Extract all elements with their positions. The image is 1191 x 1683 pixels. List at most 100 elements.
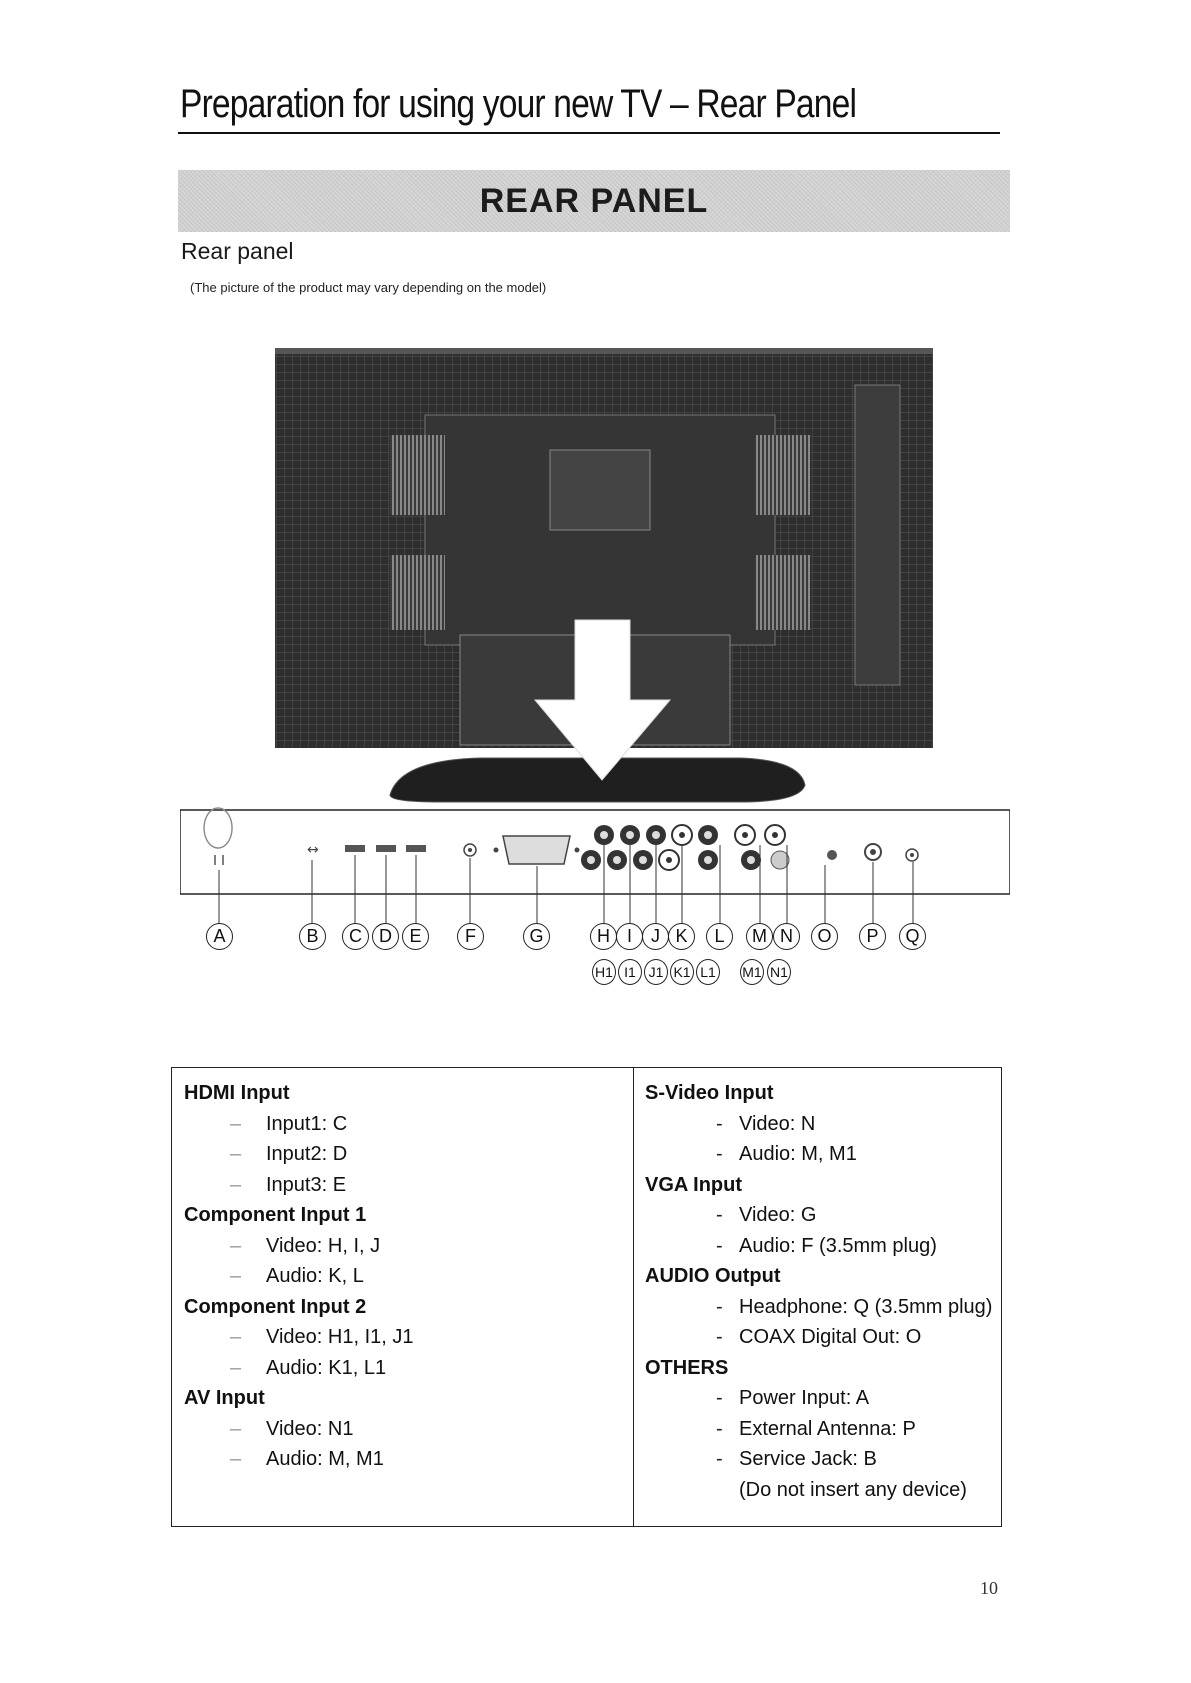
spec-section-vga: VGA Input -Video: G -Audio: F (3.5mm plu… [645,1170,1001,1262]
spec-item-text: Headphone: Q (3.5mm plug) [739,1295,993,1318]
spec-item: -Service Jack: B [645,1444,1001,1475]
bullet-dash: - [716,1143,723,1165]
hdmi-port-3 [406,845,426,852]
bullet-dash: – [230,1265,242,1287]
bullet-dash: - [716,1417,723,1440]
label-h: H [590,923,617,950]
title-underline [178,132,1000,134]
spec-section-component-2: Component Input 2 –Video: H1, I1, J1 –Au… [184,1292,633,1384]
leader-lines [218,845,914,925]
bullet-dash: - [716,1387,723,1409]
antenna-center [870,849,876,855]
spec-item: – Video: H, I, J [184,1231,633,1262]
spec-item: –Input3: E [184,1170,633,1201]
bullet-dash: - [716,1112,723,1135]
spec-heading: AUDIO Output [645,1265,781,1287]
label-n: N [773,923,800,950]
tv-top-edge [275,348,933,354]
bullet-dash: - [716,1448,723,1470]
label-j1: J1 [644,959,668,985]
bullet-dash: – [230,1356,242,1379]
spec-section-others: OTHERS -Power Input: A -External Antenna… [645,1353,1001,1506]
spec-item: – Video: N1 [184,1414,633,1445]
label-k: K [668,923,695,950]
spec-item-text: Input2: D [266,1143,348,1165]
bullet-dash: – [230,1234,242,1257]
label-n1: N1 [767,959,791,985]
connector-spec-table: HDMI Input –Input1: C – Input2: D –Input3… [171,1067,1002,1527]
bullet-dash: - [716,1295,723,1318]
label-o: O [811,923,838,950]
spec-item: –Input1: C [184,1109,633,1140]
headphone-center [910,853,914,857]
spec-item: -External Antenna: P [645,1414,1001,1445]
spec-item-text: Video: H1, I1, J1 [266,1326,414,1348]
label-b: B [299,923,326,950]
spec-item-text: Audio: K, L [266,1265,364,1287]
bullet-dash: – [230,1448,242,1470]
vent-right-top [755,435,810,515]
label-d: D [372,923,399,950]
spec-item: -Video: N [645,1109,1001,1140]
label-q: Q [899,923,926,950]
bullet-dash: – [230,1143,242,1165]
label-i1: I1 [618,959,642,985]
coax-out-jack [827,850,837,860]
label-j: J [642,923,669,950]
rca-jacks-top [594,824,786,846]
spec-section-av: AV Input – Video: N1 – Audio: M, M1 [184,1383,633,1475]
spec-item-text: Video: H, I, J [266,1234,381,1257]
spec-section-audio-output: AUDIO Output -Headphone: Q (3.5mm plug) … [645,1261,1001,1353]
spec-section-component-1: Component Input 1 –Video: H, I, J –Audio… [184,1200,633,1292]
tv-label-plate [549,449,651,531]
spec-column-left: HDMI Input –Input1: C – Input2: D –Input3… [172,1068,634,1526]
banner-text: REAR PANEL [479,181,709,220]
section-banner: REAR PANEL [178,170,1010,232]
spec-item-text: Video: N1 [266,1417,354,1440]
label-f: F [457,923,484,950]
spec-item-text: Audio: M, M1 [739,1143,857,1165]
rca-jacks-bottom [581,849,790,871]
bullet-dash: – [230,1112,242,1135]
spec-item: – Audio: K, L [184,1261,633,1292]
vent-left-top [390,435,445,515]
spec-heading: AV Input [184,1387,265,1409]
spec-item-text: Audio: K1, L1 [266,1356,387,1379]
label-g: G [523,923,550,950]
label-l: L [706,923,733,950]
tv-side-panel [854,384,901,686]
vga-audio-jack [463,843,477,857]
vga-port [502,835,571,865]
spec-item-text: External Antenna: P [739,1417,916,1440]
spec-item-text: Service Jack: B [739,1448,877,1470]
hdmi-port-1 [345,845,365,852]
label-h1: H1 [592,959,616,985]
spec-item-text: COAX Digital Out: O [739,1326,922,1348]
spec-item: – Audio: M, M1 [184,1444,633,1475]
spec-item: -Video: G [645,1200,1001,1231]
page-number: 10 [980,1578,998,1598]
bullet-dash: - [716,1326,723,1348]
spec-item-text: Audio: F (3.5mm plug) [739,1234,937,1257]
label-m: M [746,923,773,950]
jack-center [468,848,472,852]
spec-item: -Headphone: Q (3.5mm plug) [645,1292,1001,1323]
hdmi-port-2 [376,845,396,852]
bullet-dash: – [230,1417,242,1440]
spec-heading: VGA Input [645,1173,743,1196]
spec-item: -Audio: M, M1 [645,1139,1001,1170]
label-k1: K1 [670,959,694,985]
vent-left-bottom [390,555,445,630]
spec-section-hdmi: HDMI Input –Input1: C – Input2: D –Input3… [184,1078,633,1200]
spec-item: -COAX Digital Out: O [645,1322,1001,1353]
power-socket-icon [203,807,233,849]
vga-screw [574,847,580,853]
model-note: (The picture of the product may vary dep… [190,280,547,295]
label-c: C [342,923,369,950]
label-a: A [206,923,233,950]
spec-heading: HDMI Input [184,1082,290,1104]
page-title: Preparation for using your new TV – Rear… [180,82,857,126]
label-m1: M1 [740,959,764,985]
label-e: E [402,923,429,950]
spec-item-text: Audio: M, M1 [266,1448,384,1470]
